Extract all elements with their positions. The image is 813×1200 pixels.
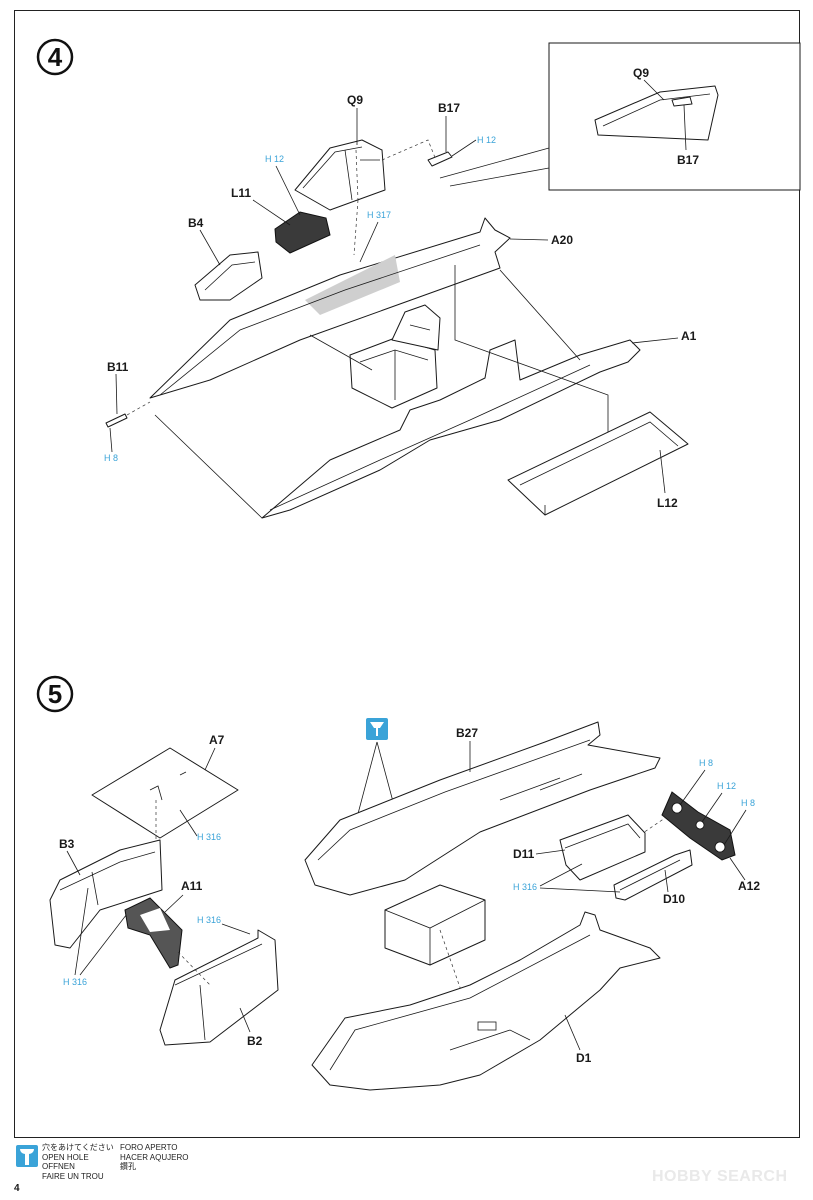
b11-part	[105, 413, 128, 428]
legend-col-2: FORO APERTO HACER AQUJERO 鑽孔	[120, 1143, 188, 1172]
label-b17: B17	[438, 101, 460, 115]
legend-text-jp: 穴をあけてください	[42, 1143, 114, 1152]
label-b3: B3	[59, 837, 75, 851]
step-5-number: 5	[48, 679, 62, 709]
label-l12: L12	[657, 496, 678, 510]
legend-text-es: HACER AQUJERO	[120, 1152, 189, 1162]
label-a12: A12	[738, 879, 760, 893]
label-h316-b3: H 316	[63, 977, 87, 987]
label-a1: A1	[681, 329, 697, 343]
legend-col-1: 穴をあけてください OPEN HOLE OFFNEN FAIRE UN TROU	[42, 1143, 114, 1181]
inset-callout-lines	[439, 147, 550, 187]
legend: 穴をあけてください OPEN HOLE OFFNEN FAIRE UN TROU…	[14, 1142, 800, 1182]
a11-part	[124, 897, 183, 969]
canopy-q9-part	[294, 139, 386, 211]
open-hole-icon	[16, 1145, 38, 1167]
legend-text-it: FORO APERTO	[120, 1143, 178, 1152]
step-5-badge	[36, 675, 74, 713]
cockpit-tub-part	[349, 337, 438, 409]
step-4-number: 4	[48, 42, 63, 72]
inset-b17-part	[671, 96, 693, 107]
label-h12-a12: H 12	[717, 781, 736, 791]
label-b11: B11	[107, 360, 129, 374]
label-d1: D1	[576, 1051, 592, 1065]
a7-plate-part	[91, 747, 239, 839]
label-h316-b2: H 316	[197, 915, 221, 925]
legend-text-en: OPEN HOLE	[42, 1152, 89, 1162]
label-h316-d: H 316	[513, 882, 537, 892]
h317-shaded-area	[305, 255, 400, 315]
label-q9-inset: Q9	[633, 66, 649, 80]
equipment-bay-part	[384, 884, 486, 966]
label-b2: B2	[247, 1034, 263, 1048]
label-q9: Q9	[347, 93, 363, 107]
b2-part	[159, 929, 279, 1046]
b17-part	[427, 151, 453, 167]
legend-text-fr: FAIRE UN TROU	[42, 1171, 104, 1181]
label-d11: D11	[513, 847, 535, 861]
label-h12-l11: H 12	[265, 154, 284, 164]
label-h317: H 317	[367, 210, 391, 220]
label-l11: L11	[231, 186, 251, 200]
page-frame	[14, 10, 800, 1138]
legend-text-de: OFFNEN	[42, 1162, 75, 1171]
label-a7: A7	[209, 733, 225, 747]
d11-part	[559, 814, 646, 881]
label-b4: B4	[188, 216, 204, 230]
l11-part	[274, 211, 331, 254]
step-4-badge	[36, 38, 74, 76]
label-a11: A11	[181, 879, 203, 893]
b27-part	[304, 721, 661, 896]
label-h12-b17: H 12	[477, 135, 496, 145]
page-number: 4	[14, 1183, 20, 1194]
label-h8-a12-top: H 8	[699, 758, 713, 768]
label-a20: A20	[551, 233, 573, 247]
label-h8-b11: H 8	[104, 453, 118, 463]
l12-part	[507, 411, 689, 516]
ejection-seat-part	[391, 304, 441, 351]
label-h8-a12-bottom: H 8	[741, 798, 755, 808]
d1-part	[311, 911, 661, 1091]
label-d10: D10	[663, 892, 685, 906]
b4-part	[194, 251, 263, 301]
step-4: 4 Q9 B17 Q9 B17 H 12 L11 H 12 B4	[36, 38, 801, 519]
label-b17-inset: B17	[677, 153, 699, 167]
label-h316-a7: H 316	[197, 832, 221, 842]
watermark: HOBBY SEARCH	[652, 1168, 788, 1185]
a1-fuselage-part	[261, 339, 641, 519]
legend-text-cn: 鑽孔	[120, 1162, 136, 1171]
b3-part	[49, 839, 163, 949]
d10-part	[613, 849, 693, 901]
step-5: 5 A7 H 316 B3 H 316 A11 B2 H 316	[36, 675, 760, 1091]
label-b27: B27	[456, 726, 478, 740]
